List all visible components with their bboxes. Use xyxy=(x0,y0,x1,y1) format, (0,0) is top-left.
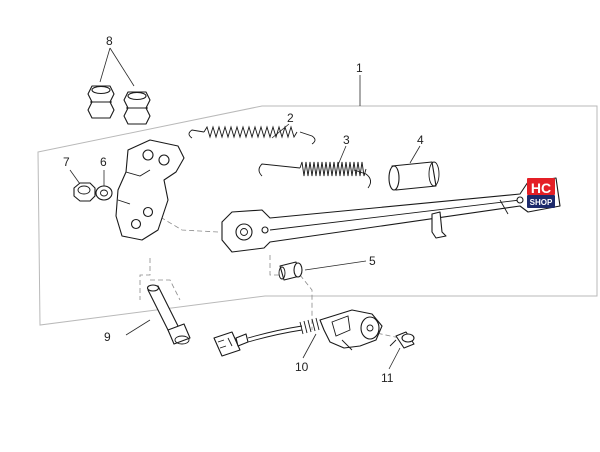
logo-line1: HC xyxy=(531,180,551,196)
callout-8: 8 xyxy=(106,34,113,48)
mounting-bracket xyxy=(115,139,185,241)
logo-line2: SHOP xyxy=(530,198,553,207)
part-2-spring xyxy=(188,125,316,145)
callout-11: 11 xyxy=(381,371,394,385)
callout-labels: 1 2 3 4 5 6 7 8 9 10 11 xyxy=(63,34,424,385)
hc-shop-logo: HC SHOP xyxy=(527,178,555,208)
callout-10: 10 xyxy=(295,360,309,374)
part-7-nut xyxy=(73,182,96,202)
callout-2: 2 xyxy=(287,111,294,125)
logo-bottom-band xyxy=(527,195,555,208)
part-8-rubber-bushings xyxy=(87,85,151,125)
logo-top-band xyxy=(527,178,555,195)
callout-3: 3 xyxy=(343,133,350,147)
callout-9: 9 xyxy=(104,330,111,344)
callout-5: 5 xyxy=(369,254,376,268)
part-6-washer xyxy=(95,185,113,201)
callout-1: 1 xyxy=(356,61,363,75)
part-10-sidestand-switch xyxy=(213,309,383,357)
assembly-frame xyxy=(37,105,598,326)
leader-lines xyxy=(69,47,421,370)
callout-4: 4 xyxy=(417,133,424,147)
callout-7: 7 xyxy=(63,155,70,169)
part-5-bolt xyxy=(278,261,303,281)
part-11-screw xyxy=(389,331,415,349)
part-4-sleeve xyxy=(388,161,440,191)
part-9-pivot-bolt xyxy=(146,284,191,345)
part-3-spring xyxy=(258,161,371,189)
side-stand-arm xyxy=(221,177,561,253)
callout-6: 6 xyxy=(100,155,107,169)
